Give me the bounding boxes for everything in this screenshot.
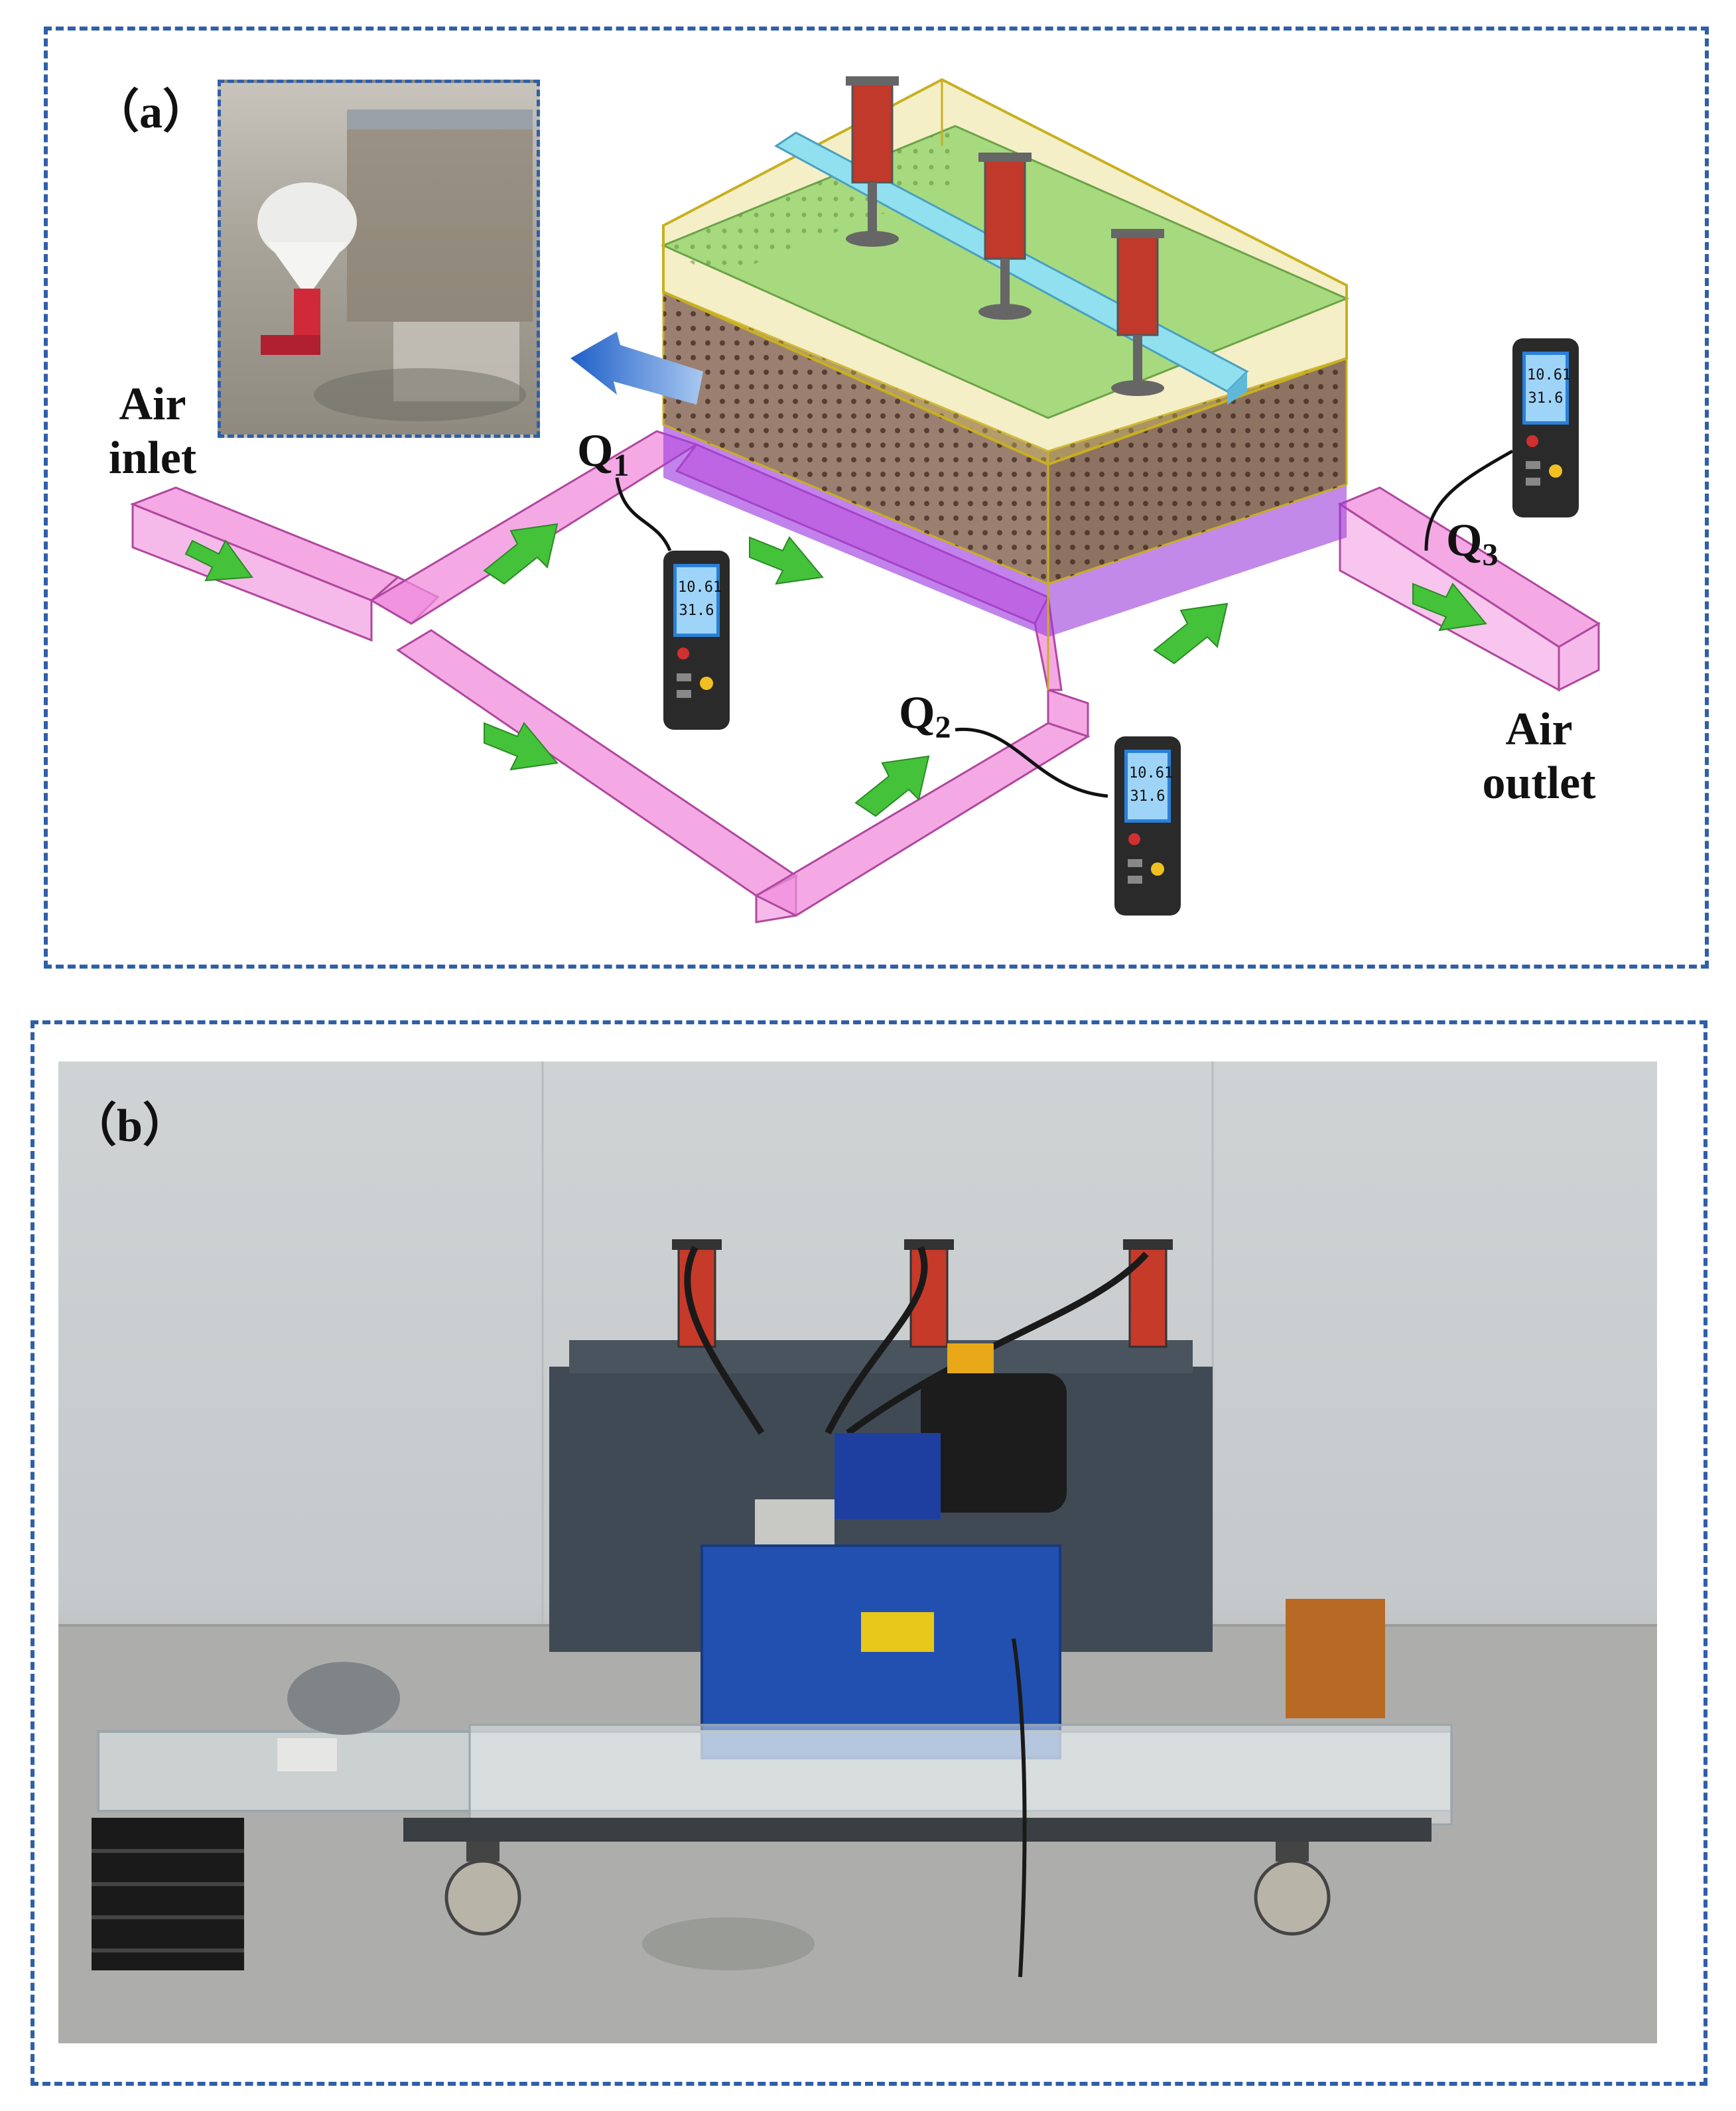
sensor-cables (615, 449, 1514, 798)
air-meter-q2 (1114, 736, 1181, 916)
test-tank (661, 76, 1349, 690)
flow-arrow (484, 722, 559, 771)
meter-q2-display: 10.61 31.6 (1129, 762, 1173, 808)
flow-arrow (1153, 602, 1229, 665)
apparatus-photo (58, 1061, 1657, 2043)
panel-a-label: （a） (93, 87, 209, 138)
meter-reading-2: 31.6 (679, 602, 714, 620)
flow-arrow (854, 755, 930, 817)
panel-a-frame (44, 27, 1709, 969)
flow-arrows (184, 523, 1487, 817)
meter-reading-2: 31.6 (1130, 788, 1166, 805)
flow-arrow (483, 523, 559, 585)
sensor-label-q1: Q1 (577, 425, 630, 483)
duct-lower-branch (396, 629, 798, 897)
panel-b-label: （b） (70, 1101, 189, 1152)
meter-reading-1: 10.61 (1527, 367, 1571, 383)
inset-pointer-arrow (570, 332, 703, 405)
panel-b-frame (31, 1020, 1707, 2086)
air-meter-q1 (663, 551, 730, 730)
sensor-label-q2: Q2 (899, 687, 951, 745)
panel-a-diagram (129, 76, 1601, 923)
meter-q1-display: 10.61 31.6 (678, 576, 722, 622)
air-meter-q3 (1512, 338, 1579, 517)
flow-arrow (1412, 582, 1487, 632)
air-inlet-label: Air inlet (108, 379, 197, 484)
air-outlet-label: Air outlet (1482, 704, 1596, 809)
meter-reading-1: 10.61 (1129, 765, 1173, 782)
meter-reading-2: 31.6 (1528, 390, 1564, 407)
sensor-label-q3: Q3 (1446, 515, 1499, 573)
meter-q3-display: 10.61 31.6 (1527, 364, 1571, 410)
flow-arrow (749, 536, 824, 585)
meter-reading-1: 10.61 (678, 579, 722, 596)
flow-arrow (184, 539, 253, 582)
spray-photo-inset (218, 80, 540, 438)
